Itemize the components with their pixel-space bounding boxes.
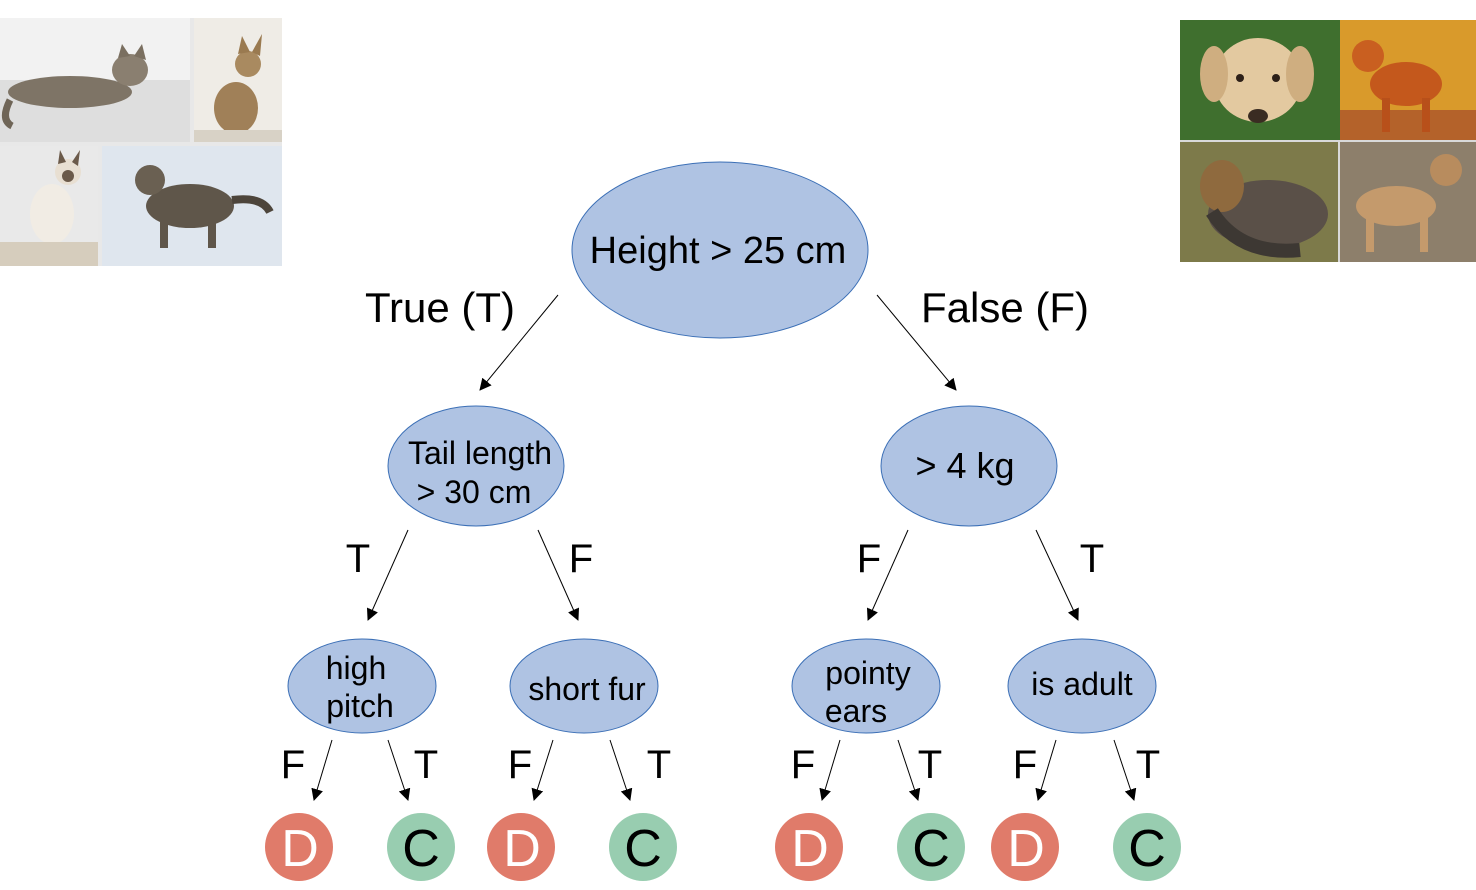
golden-puppy-in-grass-photo [1180, 20, 1340, 140]
edge-leaf-1 [311, 739, 333, 801]
abyssinian-cat-sitting-photo [194, 18, 282, 142]
edge-leaf-6 [897, 739, 921, 801]
pointy-ears-label-line1: pointy [825, 655, 910, 691]
leaf-dog-1: D [265, 813, 333, 881]
edge-leaf-8 [1113, 739, 1137, 801]
edge-leaf-3 [531, 739, 554, 801]
short-fur-label: short fur [528, 671, 646, 707]
leaf-cat-3-label: C [912, 820, 950, 878]
edge-label-true: True (T) [365, 284, 515, 331]
weight-label: > 4 kg [915, 445, 1014, 486]
leaf-cat-1: C [387, 813, 455, 881]
leaf-cat-4-label: C [1128, 820, 1166, 878]
leaf-dog-3-label: D [791, 820, 829, 878]
edge-leaf-2 [387, 739, 411, 801]
edge-label-tail-true: T [346, 537, 370, 581]
high-pitch-node: high pitch [287, 638, 437, 734]
leaf-dog-2-label: D [503, 820, 541, 878]
edge-label-leaf-3: F [508, 743, 532, 787]
leaf-cat-2: C [609, 813, 677, 881]
edge-label-leaf-7: F [1013, 743, 1037, 787]
edge-root-true [479, 294, 559, 391]
edge-label-leaf-4: T [647, 743, 671, 787]
leaf-dog-4: D [991, 813, 1059, 881]
edge-tail-false [537, 529, 580, 621]
edge-leaf-7 [1035, 739, 1057, 801]
edge-weight-false [866, 529, 909, 621]
dog-photo-collage [1180, 20, 1476, 262]
high-pitch-label-line1: high [326, 650, 387, 686]
leaf-dog-2: D [487, 813, 555, 881]
leaf-cat-1-label: C [402, 820, 440, 878]
siamese-cat-sitting-photo [0, 146, 98, 266]
pointy-ears-label-line2: ears [825, 693, 887, 729]
root-label: Height > 25 cm [590, 230, 847, 272]
tail-length-label-line1: Tail length [408, 435, 552, 471]
edge-label-tail-false: F [569, 537, 593, 581]
tabby-cat-lying-photo [0, 18, 190, 142]
edge-label-weight-false: F [857, 537, 881, 581]
golden-retriever-standing-photo [1340, 20, 1476, 140]
leaf-cat-2-label: C [624, 820, 662, 878]
tail-length-node: Tail length > 30 cm [387, 405, 565, 527]
is-adult-label: is adult [1031, 666, 1133, 702]
is-adult-node: is adult [1007, 638, 1157, 734]
edge-label-false: False (F) [921, 284, 1089, 331]
leaf-dog-3: D [775, 813, 843, 881]
edge-leaf-4 [609, 739, 633, 801]
edge-label-leaf-5: F [791, 743, 815, 787]
yorkshire-terrier-photo [1180, 142, 1338, 262]
edge-root-false [876, 294, 957, 391]
high-pitch-label-line2: pitch [326, 688, 394, 724]
root-node: Height > 25 cm [571, 161, 869, 339]
edge-label-leaf-8: T [1136, 743, 1160, 787]
cat-photo-collage [0, 18, 282, 266]
leaf-cat-4: C [1113, 813, 1181, 881]
boxer-dog-standing-photo [1340, 142, 1476, 262]
short-fur-node: short fur [509, 638, 659, 734]
leaf-cat-3: C [897, 813, 965, 881]
edge-label-weight-true: T [1080, 537, 1104, 581]
tail-length-label-line2: > 30 cm [417, 474, 532, 510]
edge-label-leaf-6: T [918, 743, 942, 787]
tabby-cat-in-snow-photo [102, 146, 282, 266]
leaf-dog-1-label: D [281, 820, 319, 878]
edge-tail-true [366, 529, 409, 621]
edge-label-leaf-1: F [281, 743, 305, 787]
weight-node: > 4 kg [880, 405, 1058, 527]
edge-weight-true [1035, 529, 1079, 621]
edge-label-leaf-2: T [414, 743, 438, 787]
leaf-dog-4-label: D [1007, 820, 1045, 878]
pointy-ears-node: pointy ears [791, 638, 941, 734]
edge-leaf-5 [819, 739, 841, 801]
